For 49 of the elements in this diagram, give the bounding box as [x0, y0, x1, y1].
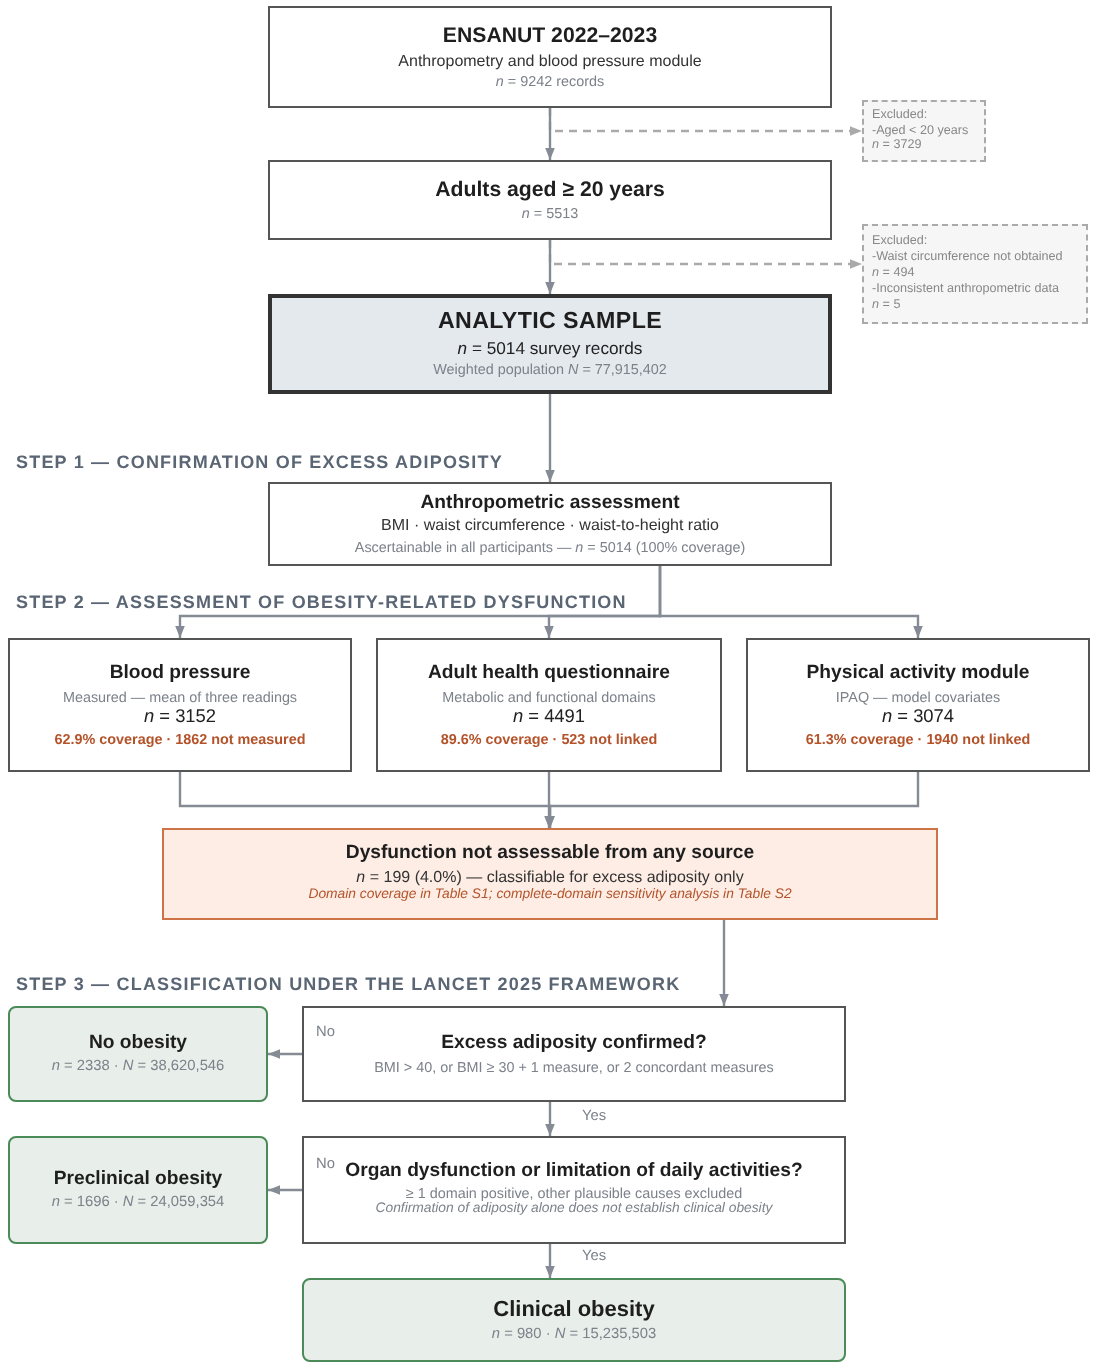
box-title: Anthropometric assessment: [420, 492, 680, 517]
arrow: [544, 772, 554, 828]
arrow: [719, 920, 729, 1006]
process-box: [268, 482, 832, 566]
box-subtitle: n = 199 (4.0%) — classifiable for excess adiposity only: [356, 867, 744, 886]
outcome-box: [8, 1006, 268, 1102]
box-subtitle: BMI · waist circumference · waist-to-height ratio: [381, 516, 719, 538]
warning-box: [162, 828, 938, 920]
arrow: [268, 1049, 302, 1059]
box-title: ENSANUT 2022–2023: [442, 24, 658, 52]
section-heading: STEP 3 — CLASSIFICATION UNDER THE LANCET 2025 FRAMEWORK: [16, 976, 681, 994]
box-title: Preclinical obesity: [53, 1168, 223, 1193]
process-box: [746, 638, 1090, 772]
box-title: Adult health questionnaire: [428, 662, 670, 688]
box-title: Clinical obesity: [493, 1296, 655, 1325]
count-text: n = 3152: [143, 705, 217, 730]
box-title: Dysfunction not assessable from any source: [345, 842, 755, 868]
box-title: ANALYTIC SAMPLE: [437, 308, 663, 339]
exclusion-box: [862, 100, 986, 162]
box-title: Blood pressure: [109, 662, 251, 688]
arrow: [545, 108, 555, 160]
decision-box: [302, 1006, 846, 1102]
process-box: [268, 160, 832, 240]
box-title: Physical activity module: [806, 662, 1030, 688]
sample-box: [268, 294, 832, 394]
arrow: [545, 240, 555, 294]
arrow: [268, 1185, 302, 1195]
exclusion-box: [862, 224, 1088, 324]
box-title: Adults aged ≥ 20 years: [435, 177, 665, 205]
process-box: [376, 638, 722, 772]
process-box: [8, 638, 352, 772]
arrow: [545, 1102, 555, 1136]
count-text: n = 4491: [512, 705, 586, 730]
box-title: No obesity: [88, 1032, 188, 1057]
count-text: n = 3074: [881, 705, 955, 730]
count-text: n = 5014 survey records: [457, 338, 643, 361]
box-title: Organ dysfunction or limitation of daily activities?: [345, 1159, 803, 1185]
arrow: [545, 394, 555, 482]
section-heading: STEP 1 — CONFIRMATION OF EXCESS ADIPOSITY: [16, 454, 503, 472]
arrow: [658, 566, 923, 638]
outcome-box: [302, 1278, 846, 1362]
decision-box: [302, 1136, 846, 1244]
arrow: [545, 1244, 555, 1278]
arrow: [545, 772, 920, 828]
section-heading: STEP 2 — ASSESSMENT OF OBESITY-RELATED DYSFUNCTION: [16, 594, 627, 612]
box-title: Excess adiposity confirmed?: [441, 1032, 707, 1058]
process-box: [268, 6, 832, 108]
box-subtitle: Anthropometry and blood pressure module: [398, 51, 702, 72]
outcome-box: [8, 1136, 268, 1244]
